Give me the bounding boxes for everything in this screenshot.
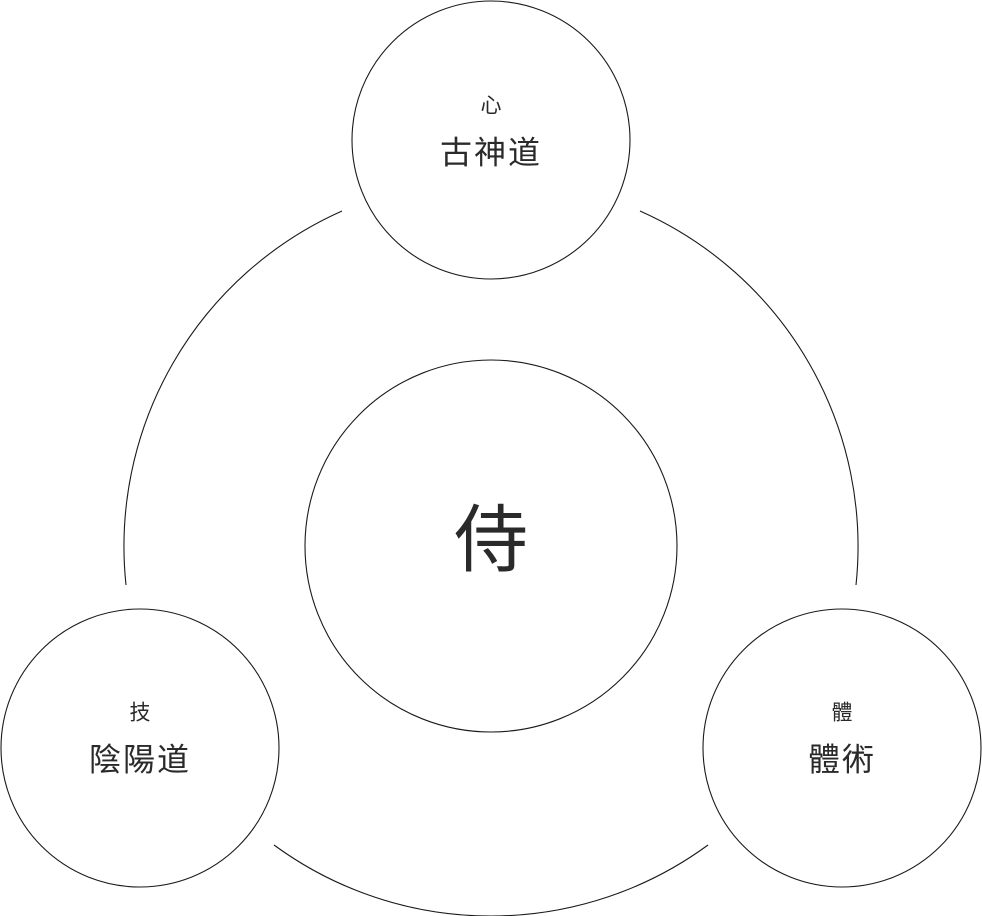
- center-label: 侍: [454, 497, 528, 583]
- right-node-title: 體術: [808, 741, 876, 779]
- top-node-title: 古神道: [440, 134, 542, 172]
- left-node-title: 陰陽道: [89, 741, 191, 779]
- left-node-circle: [0, 608, 280, 888]
- ring-arc-top-left: [123, 210, 343, 586]
- left-node-subtitle: 技: [130, 701, 151, 725]
- center-circle: [304, 359, 678, 733]
- ring-arc-bottom: [273, 844, 709, 916]
- top-node-circle: [351, 0, 631, 280]
- right-node-subtitle: 體: [832, 701, 853, 725]
- right-node-circle: [702, 608, 982, 888]
- top-node-subtitle: 心: [481, 94, 502, 118]
- ring-arc-top-right: [639, 210, 859, 586]
